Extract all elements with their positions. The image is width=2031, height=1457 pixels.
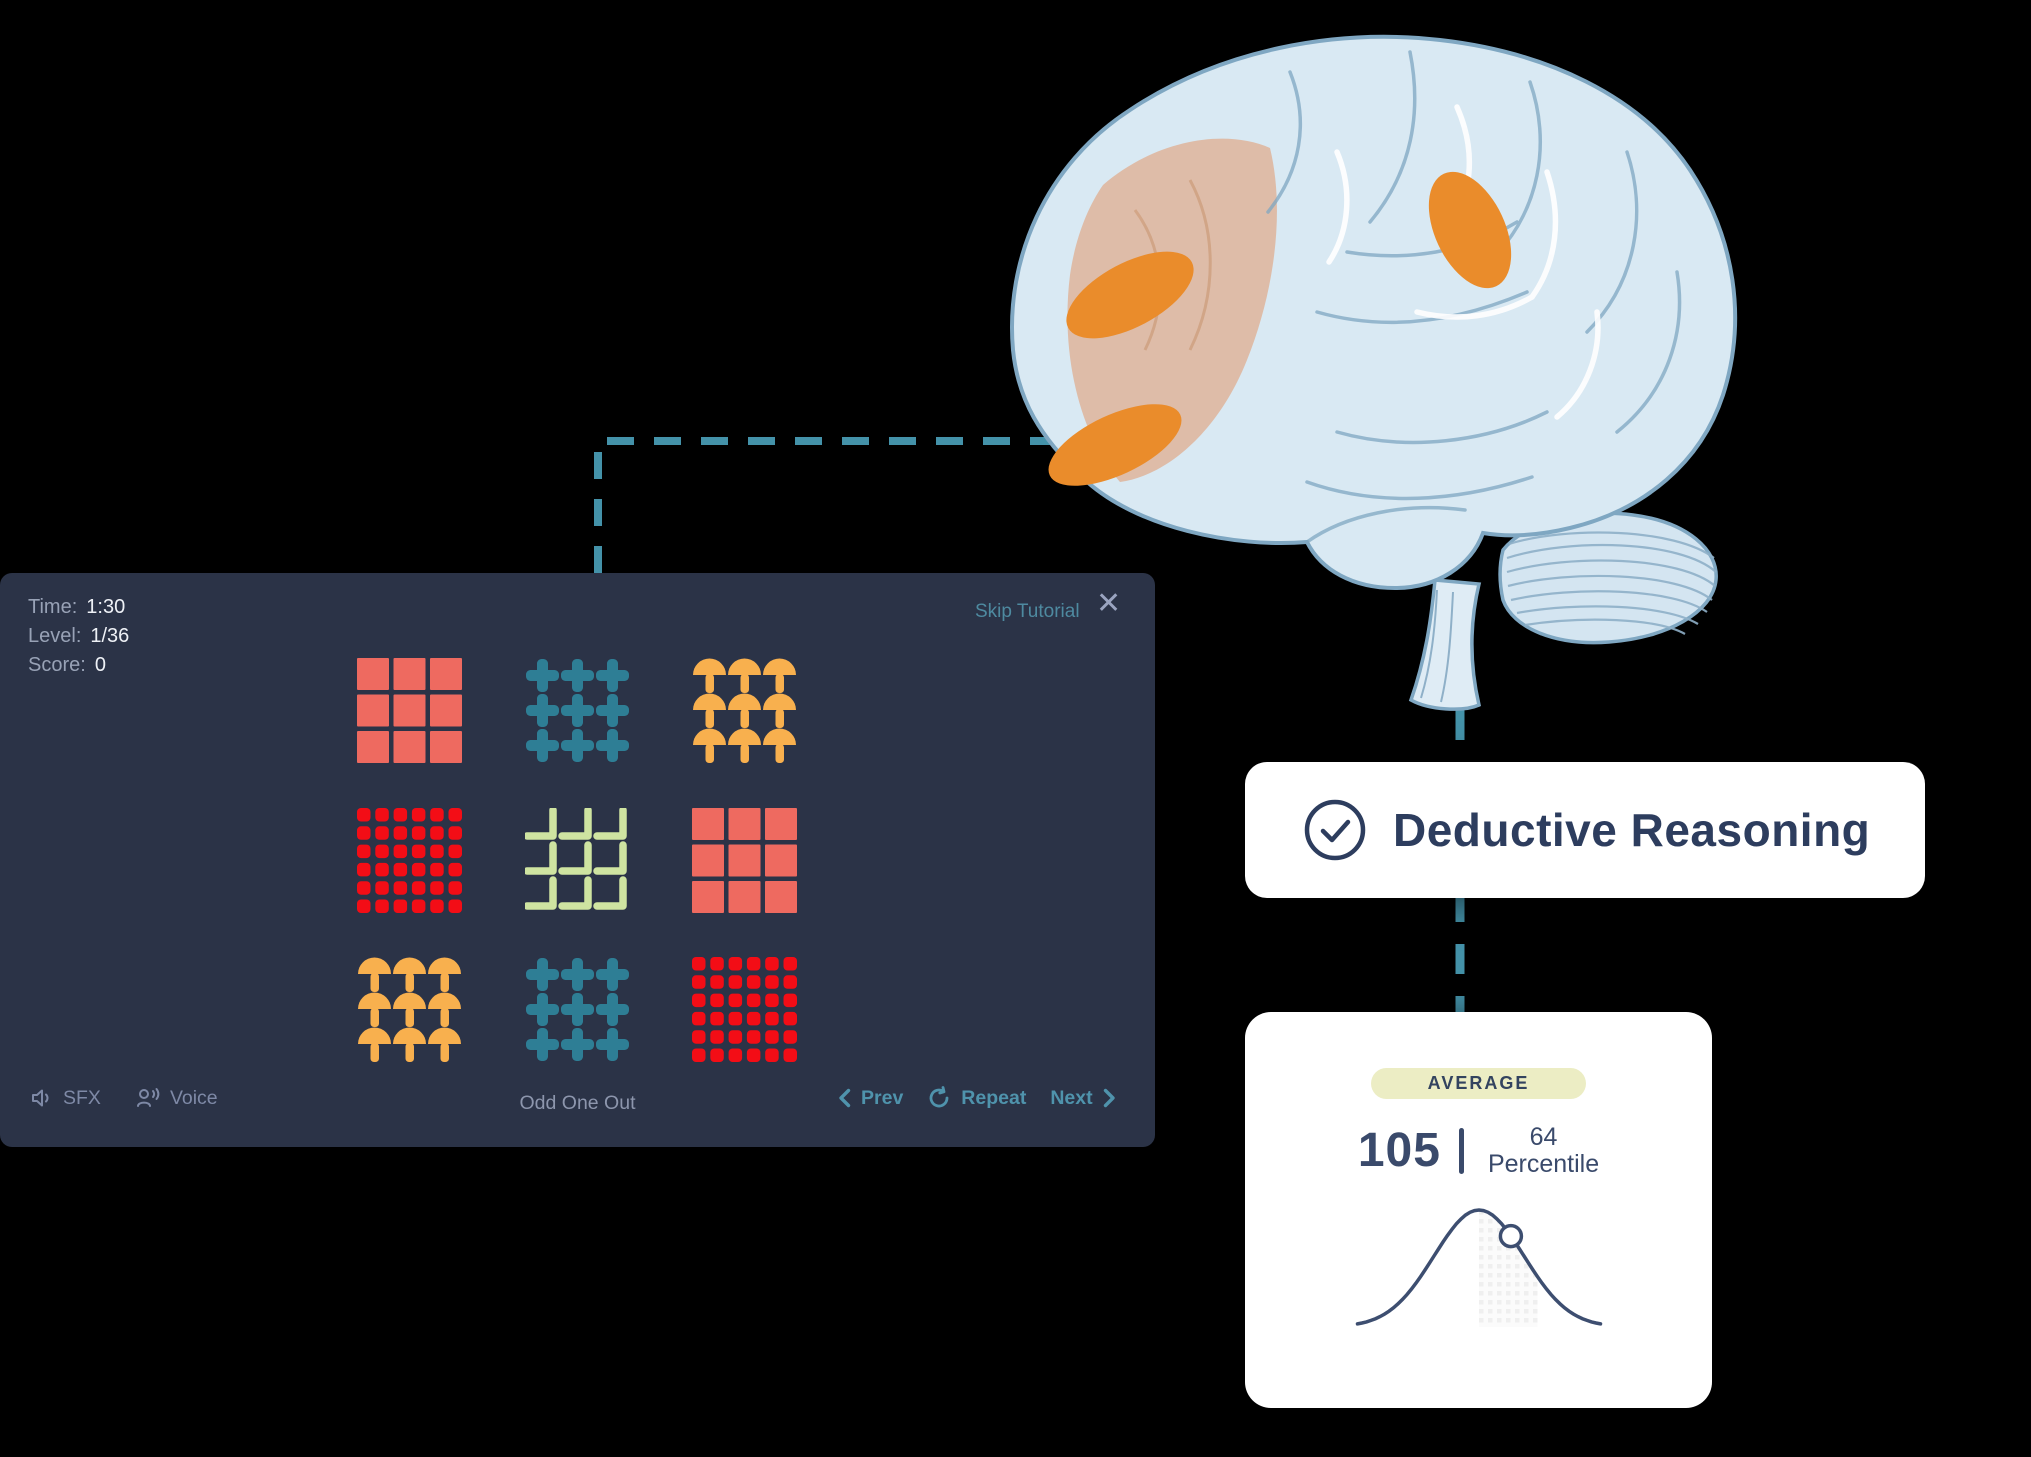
pattern-tile-orange-mushroom-3x3[interactable] (357, 957, 462, 1062)
bell-curve (1355, 1208, 1602, 1327)
score-card: AVERAGE 105 64 Percentile (1245, 1012, 1712, 1408)
footer-audio-controls: SFX Voice (30, 1086, 218, 1110)
stat-label: Time: (28, 596, 78, 618)
shaded-percentile-area (1478, 1210, 1537, 1327)
stat-label: Score: (28, 654, 86, 676)
skill-card: Deductive Reasoning (1245, 762, 1925, 898)
score-marker (1498, 1223, 1523, 1249)
close-icon[interactable]: ✕ (1096, 587, 1122, 620)
skill-title: Deductive Reasoning (1393, 804, 1871, 856)
chevron-left-icon (839, 1088, 851, 1108)
pattern-tile-salmon-3x3[interactable] (692, 808, 797, 913)
sfx-label: SFX (63, 1086, 101, 1109)
brain-illustration (1010, 34, 1738, 711)
pattern-tile-salmon-3x3[interactable] (357, 658, 462, 763)
distribution-curve (1355, 1208, 1602, 1326)
percentile-label: Percentile (1487, 1149, 1600, 1178)
pattern-tile-lime-corner-3x3[interactable] (525, 808, 630, 913)
score-value: 105 (1357, 1124, 1441, 1177)
stat-value: 0 (94, 654, 106, 676)
stat-label: Level: (28, 625, 82, 647)
stat-row: Time: 1:30 (28, 595, 129, 620)
next-label: Next (1050, 1086, 1093, 1109)
average-badge: AVERAGE (1371, 1068, 1586, 1099)
percentile-value: 64 (1529, 1122, 1558, 1151)
next-button[interactable]: Next (1050, 1086, 1115, 1110)
check-circle-icon (1304, 799, 1366, 861)
speaker-icon (32, 1089, 49, 1107)
repeat-button[interactable]: Repeat (927, 1086, 1026, 1110)
brain-region-orange-midfrontal (1066, 251, 1194, 339)
pattern-tile-teal-plus-3x3[interactable] (525, 957, 630, 1062)
brain-highlight-regions (1048, 171, 1512, 486)
percentile-block: 64 Percentile (1487, 1122, 1600, 1178)
stat-value: 1/36 (90, 625, 130, 647)
game-stats: Time: 1:30 Level: 1/36 Score: 0 (28, 595, 129, 682)
brain-region-frontal-tan (1067, 138, 1277, 482)
score-divider (1458, 1127, 1464, 1174)
skip-tutorial-button[interactable]: Skip Tutorial (975, 601, 1080, 622)
sfx-toggle[interactable]: SFX (30, 1086, 101, 1110)
brain-region-orange-inferior-frontal (1048, 404, 1182, 486)
prev-label: Prev (861, 1086, 904, 1109)
stat-row: Level: 1/36 (28, 624, 129, 649)
pattern-tile-red-6x6[interactable] (357, 808, 462, 913)
chevron-right-icon (1103, 1088, 1115, 1108)
stat-row: Score: 0 (28, 653, 129, 678)
voice-icon (136, 1088, 160, 1107)
stat-value: 1:30 (86, 596, 126, 618)
prev-button[interactable]: Prev (838, 1086, 903, 1110)
voice-label: Voice (169, 1086, 218, 1109)
brain-stem (1408, 578, 1482, 711)
footer-nav-controls: Prev Repeat Next (838, 1086, 1116, 1110)
pattern-tile-red-6x6[interactable] (692, 957, 797, 1062)
pattern-tile-teal-plus-3x3[interactable] (525, 658, 630, 763)
voice-toggle[interactable]: Voice (135, 1086, 218, 1110)
score-row: 105 64 Percentile (1358, 1123, 1599, 1178)
game-title: Odd One Out (519, 1092, 636, 1114)
brain-region-orange-parietal (1428, 171, 1512, 289)
repeat-label: Repeat (961, 1086, 1027, 1109)
repeat-icon (929, 1086, 949, 1108)
pattern-tile-orange-mushroom-3x3[interactable] (692, 658, 797, 763)
bell-curve-chart (1344, 1192, 1614, 1342)
game-panel: Time: 1:30 Level: 1/36 Score: 0 Skip Tut… (0, 573, 1155, 1147)
